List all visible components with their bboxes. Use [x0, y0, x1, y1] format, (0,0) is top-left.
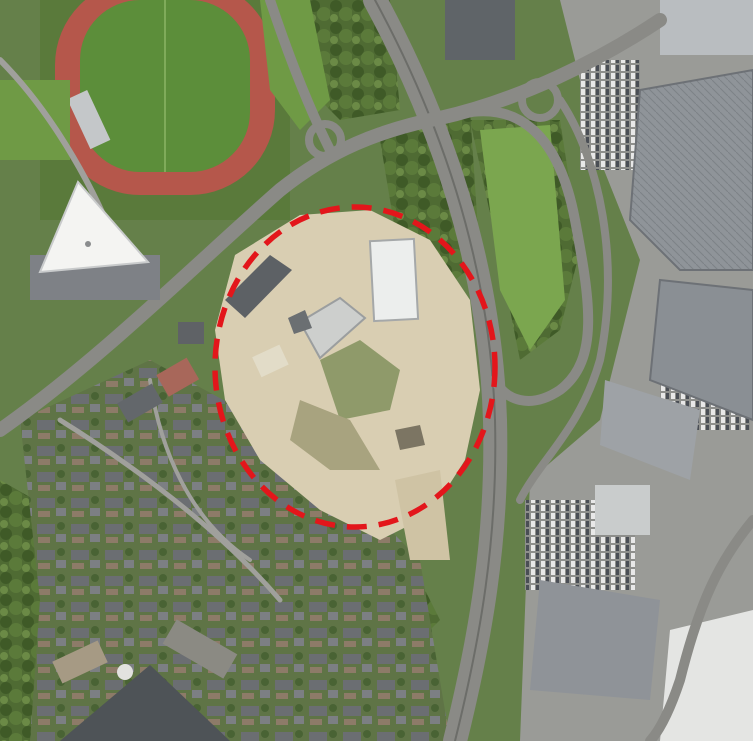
building-roof	[162, 619, 238, 679]
industrial-road	[645, 515, 753, 741]
house-roof	[117, 383, 163, 423]
building-roof	[60, 665, 230, 741]
warehouse-roof	[445, 0, 515, 60]
warehouse-roof	[660, 610, 753, 741]
scrub-patch	[320, 340, 400, 420]
shed-roof-on-site	[225, 255, 292, 318]
house-roof	[156, 357, 200, 397]
highway-median	[374, 0, 497, 741]
roof-skylight	[85, 241, 91, 247]
grandstand-roof	[67, 89, 111, 150]
warehouse-roof	[648, 278, 753, 422]
lawn	[480, 125, 565, 350]
ramp-road	[516, 96, 612, 504]
annotation-circle	[212, 204, 498, 530]
local-road	[57, 417, 283, 603]
roundabout-road	[265, 0, 335, 155]
bare-ground	[395, 470, 450, 560]
house-roof	[178, 322, 204, 344]
warehouse-roof	[628, 68, 753, 271]
slab-on-site	[252, 344, 289, 378]
lawn	[0, 80, 70, 160]
scrub-patch	[290, 400, 380, 470]
roundabout	[518, 78, 562, 122]
warehouse-roof	[660, 0, 753, 55]
warehouse-on-site	[368, 237, 420, 323]
shed-roof-on-site	[288, 310, 312, 334]
warehouse-roof	[530, 580, 660, 700]
round-tank	[117, 664, 133, 680]
shed-roof-on-site	[298, 296, 367, 360]
debris-pile	[395, 425, 425, 450]
pyramid-roof-building	[38, 180, 151, 274]
roundabout	[305, 120, 345, 160]
warehouse-roof	[595, 485, 650, 535]
building-roof	[52, 640, 108, 684]
warehouse-roof	[600, 380, 700, 480]
ramp-road	[435, 106, 594, 406]
